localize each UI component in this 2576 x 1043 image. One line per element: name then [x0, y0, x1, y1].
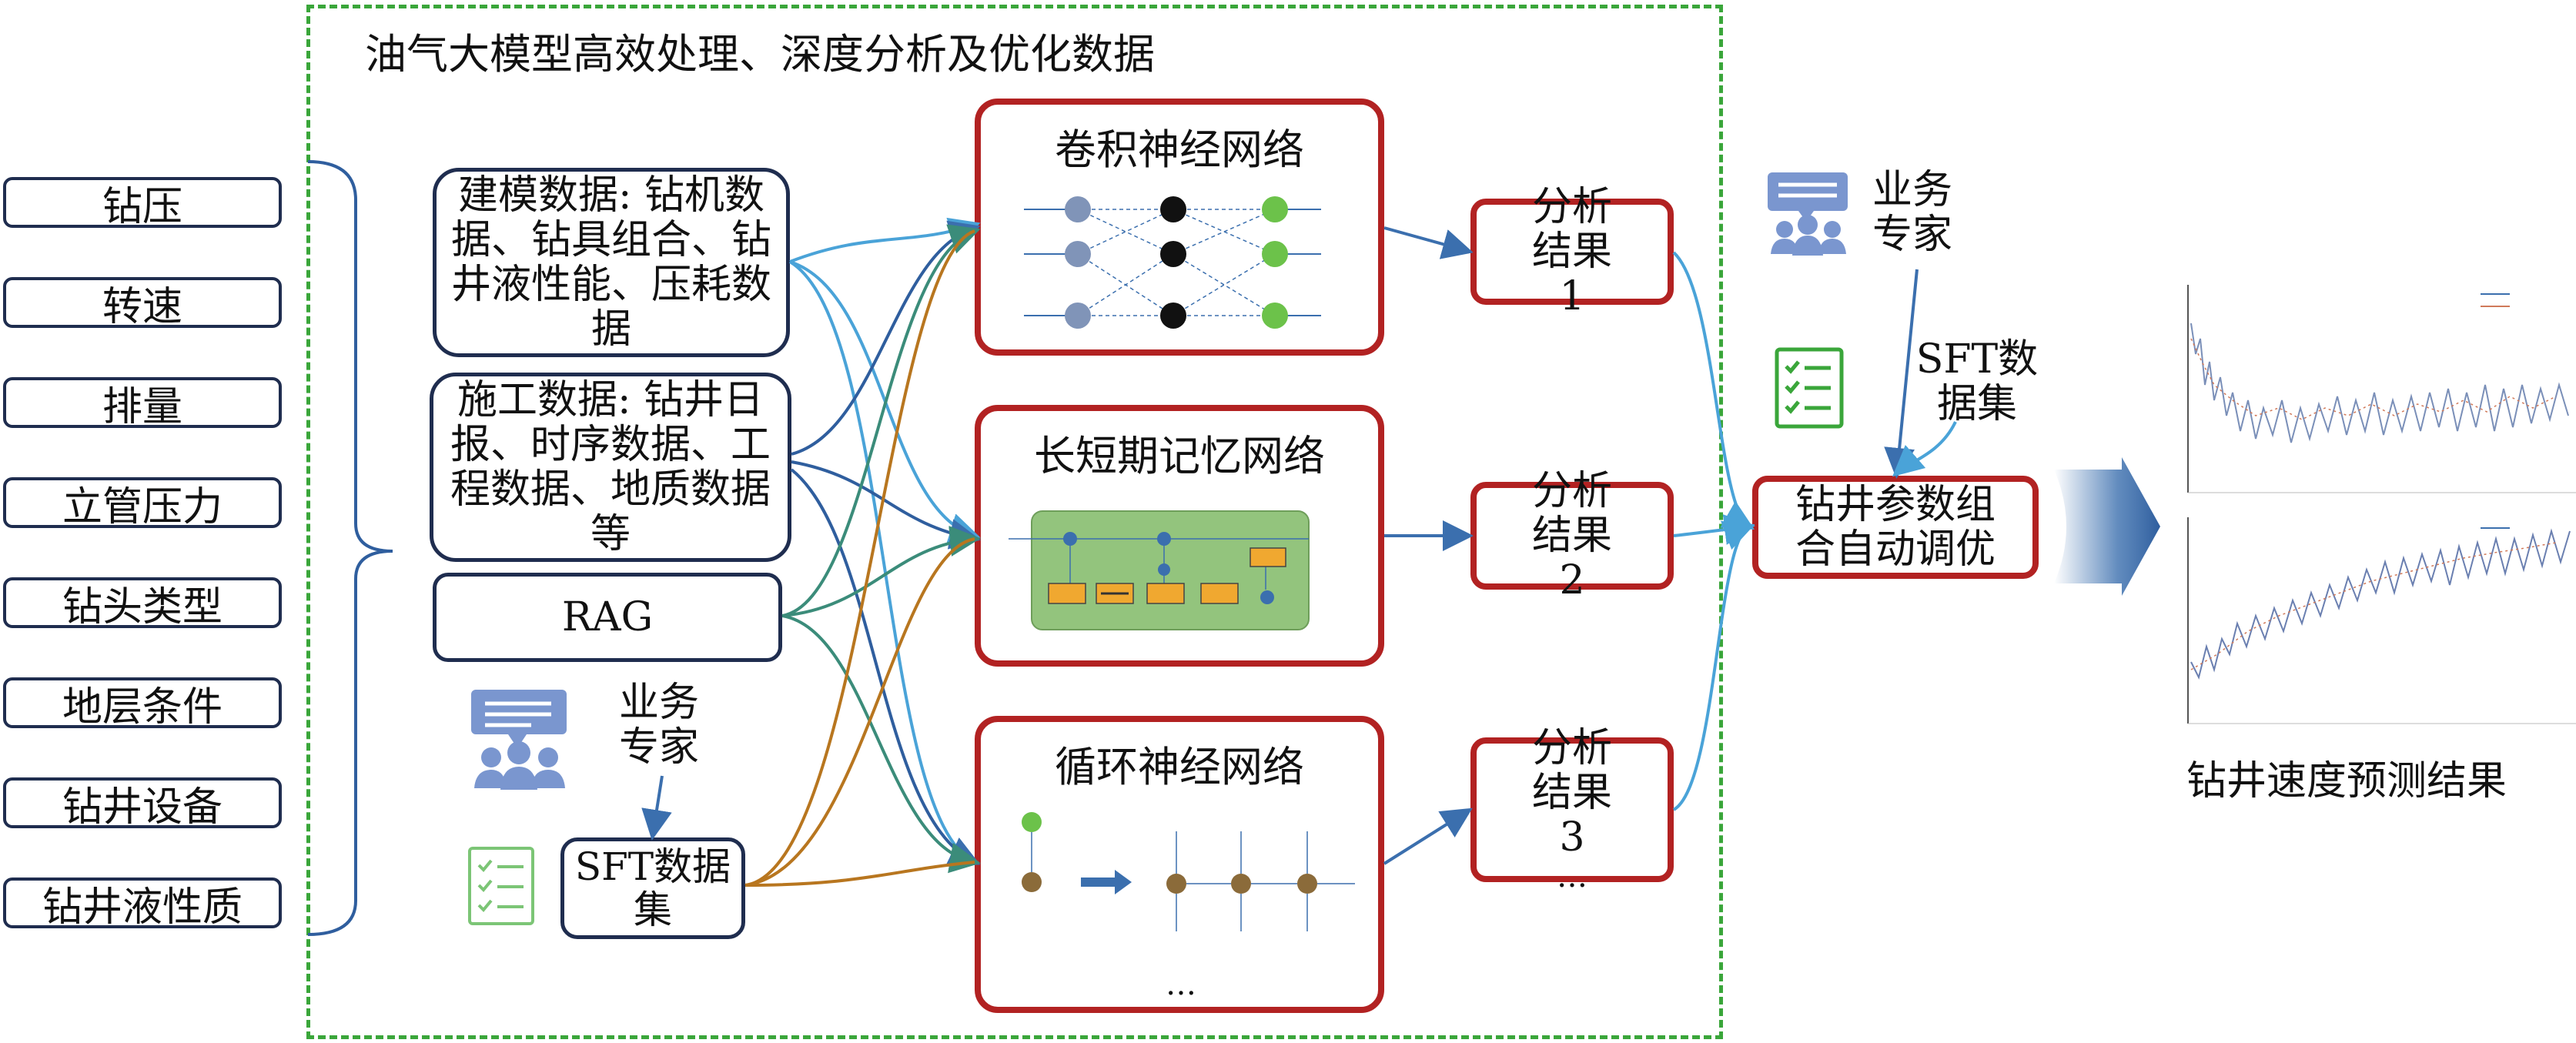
expert-to-tuning-arrow [1884, 269, 1919, 479]
sft-to-tuning-arrow [1892, 421, 1957, 477]
lstm-title: 长短期记忆网络 [1034, 432, 1325, 480]
expert-icon-right [1768, 172, 1848, 256]
prediction-chart-top [2187, 285, 2576, 493]
result-to-tuning-arrows [1672, 251, 1755, 811]
result-3-ellipsis: … [1557, 859, 1587, 894]
rnn-model-box: 循环神经网络 … [975, 716, 1384, 1013]
sft-dataset-label-right: SFT数据集 [1915, 336, 2039, 427]
param-weight-on-bit: 钻压 [3, 177, 282, 230]
output-arrow [2054, 457, 2160, 596]
param-flow-rate: 排量 [3, 377, 282, 430]
prediction-caption: 钻井速度预测结果 [2186, 758, 2507, 804]
expert-icon-left [471, 690, 567, 790]
checklist-icon-left [468, 847, 534, 925]
expert-to-sft-arrow-left [641, 775, 672, 841]
result-box-1: 分析结果 1 [1470, 185, 1674, 319]
rnn-ellipsis: … [1166, 967, 1196, 1002]
result-box-3: 分析结果 3 … [1470, 726, 1674, 894]
rnn-diagram [1022, 812, 1355, 931]
param-equipment: 钻井设备 [3, 777, 282, 831]
expert-label-left: 业务专家 [618, 680, 699, 771]
lstm-diagram [1009, 510, 1310, 630]
rag-box: RAG [433, 573, 782, 662]
rnn-title: 循环神经网络 [1055, 743, 1304, 791]
modeling-data-box: 建模数据: 钻机数据、钻具组合、钻井液性能、压耗数据 [433, 168, 790, 357]
frame-title: 油气大模型高效处理、深度分析及优化数据 [365, 30, 1155, 79]
param-rotary-speed: 转速 [3, 277, 282, 330]
cnn-network-diagram [1024, 196, 1321, 329]
param-standpipe-pressure: 立管压力 [3, 477, 282, 530]
param-fluid-properties: 钻井液性质 [3, 878, 282, 931]
parameters-brace [307, 160, 393, 936]
cnn-title: 卷积神经网络 [1055, 125, 1304, 174]
result-box-2: 分析结果 2 [1470, 469, 1674, 603]
data-to-model-connectors [744, 217, 981, 887]
checklist-icon-right [1775, 347, 1844, 429]
model-to-result-arrows [1383, 226, 1474, 865]
auto-tuning-box: 钻井参数组合自动调优 [1752, 476, 2039, 579]
param-bit-type: 钻头类型 [3, 577, 282, 630]
param-formation: 地层条件 [3, 677, 282, 730]
prediction-chart-bottom [2187, 517, 2576, 724]
expert-label-right: 业务专家 [1872, 167, 1952, 258]
construction-data-box: 施工数据: 钻井日报、时序数据、工程数据、地质数据等 [430, 373, 791, 562]
